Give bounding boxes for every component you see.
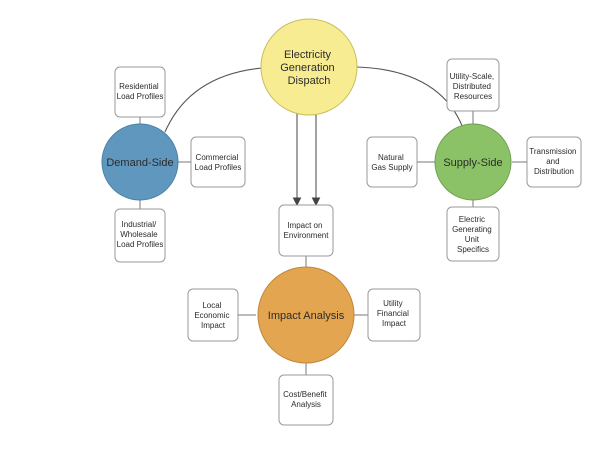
box-utility-scale-distributed-resources: Utility-Scale, Distributed Resources <box>446 58 500 112</box>
box-egu-line-3: Unit <box>465 235 480 244</box>
svg-text:Natural Gas Supply: Natural Gas Supply <box>371 153 412 172</box>
hub-impact-analysis: Impact Analysis <box>257 266 355 364</box>
svg-text:Transmission and D: Transmission and Distribution <box>529 147 579 176</box>
box-utilityscale-line-1: Utility-Scale, <box>450 72 494 81</box>
box-utilityfin-line-2: Financial <box>377 309 409 318</box>
hub-supply-side: Supply-Side <box>434 123 512 201</box>
box-naturalgas-line-2: Gas Supply <box>371 163 412 172</box>
arc-demand-to-dispatch <box>164 67 263 133</box>
hub-dispatch: Electricity Generation Dispatch <box>260 18 358 116</box>
svg-text:Residential Load Profile: Residential Load Profiles <box>117 82 164 101</box>
box-industrial-line-2: Wholesale <box>120 230 158 239</box>
box-utilityfin-line-1: Utility <box>383 299 403 308</box>
svg-text:Utility Financial: Utility Financial Impact <box>377 299 411 328</box>
box-industrial-line-3: Load Profiles <box>117 240 164 249</box>
box-industrial-wholesale-load-profiles: Industrial/ Wholesale Load Profiles <box>114 208 166 263</box>
hub-dispatch-line-2: Generation <box>280 62 334 74</box>
box-utilityscale-line-3: Resources <box>454 92 492 101</box>
box-impact-on-environment: Impact on Environment <box>278 204 334 257</box>
box-electric-generating-unit-specifics: Electric Generating Unit Specifics <box>446 206 500 262</box>
svg-text:Supply-Side: Supply-Side <box>443 157 502 169</box>
box-transmission-and-distribution: Transmission and Distribution <box>526 136 582 188</box>
hub-supply-label: Supply-Side <box>443 157 502 169</box>
box-egu-line-1: Electric <box>459 215 485 224</box>
svg-text:Impact Analysis: Impact Analysis <box>268 310 345 322</box>
box-transmission-line-3: Distribution <box>534 167 574 176</box>
box-commercial-line-1: Commercial <box>196 153 239 162</box>
svg-text:Electric Generating: Electric Generating Unit Specifics <box>452 215 494 254</box>
box-cost-benefit-analysis: Cost/Benefit Analysis <box>278 374 334 426</box>
arc-dispatch-to-supply <box>356 66 464 129</box>
svg-text:Commercial Load Profiles: Commercial Load Profiles <box>195 153 242 172</box>
box-utilityfin-line-3: Impact <box>382 319 407 328</box>
box-residential-line-1: Residential <box>119 82 159 91</box>
box-egu-line-4: Specifics <box>457 245 489 254</box>
svg-text:Local Economic Imp: Local Economic Impact <box>194 301 231 330</box>
box-industrial-line-1: Industrial/ <box>122 220 157 229</box>
hub-dispatch-line-1: Electricity <box>284 49 332 61</box>
hub-dispatch-line-3: Dispatch <box>288 75 331 87</box>
svg-text:Cost/Benefit Analysis: Cost/Benefit Analysis <box>283 390 329 409</box>
box-commercial-load-profiles: Commercial Load Profiles <box>190 136 246 188</box>
box-residential-load-profiles: Residential Load Profiles <box>114 66 166 118</box>
connectors <box>139 66 527 375</box>
box-environment-line-2: Environment <box>284 231 330 240</box>
box-environment-line-1: Impact on <box>287 221 322 230</box>
svg-text:Demand-Side: Demand-Side <box>106 157 173 169</box>
hub-demand-label: Demand-Side <box>106 157 173 169</box>
box-localecon-line-2: Economic <box>194 311 229 320</box>
hub-demand-side: Demand-Side <box>101 123 179 201</box>
box-local-economic-impact: Local Economic Impact <box>187 288 239 342</box>
box-commercial-line-2: Load Profiles <box>195 163 242 172</box>
box-transmission-line-1: Transmission <box>529 147 576 156</box>
box-natural-gas-supply: Natural Gas Supply <box>366 136 418 188</box>
svg-text:Electricity Generation: Electricity Generation Dispatch <box>280 49 338 87</box>
svg-text:Utility-Scale, Distribut: Utility-Scale, Distributed Resources <box>450 72 497 101</box>
hub-impact-label: Impact Analysis <box>268 310 345 322</box>
box-utilityscale-line-2: Distributed <box>453 82 491 91</box>
box-localecon-line-1: Local <box>202 301 221 310</box>
svg-text:Industrial/ Wholesale: Industrial/ Wholesale Load Profiles <box>117 220 164 249</box>
box-egu-line-2: Generating <box>452 225 492 234</box>
box-localecon-line-3: Impact <box>201 321 226 330</box>
box-naturalgas-line-1: Natural <box>378 153 404 162</box>
box-costbenefit-line-2: Analysis <box>291 400 321 409</box>
box-residential-line-2: Load Profiles <box>117 92 164 101</box>
box-costbenefit-line-1: Cost/Benefit <box>283 390 327 399</box>
svg-text:Impact on Environment: Impact on Environment <box>284 221 330 240</box>
box-utility-financial-impact: Utility Financial Impact <box>367 288 421 342</box>
box-transmission-line-2: and <box>546 157 559 166</box>
